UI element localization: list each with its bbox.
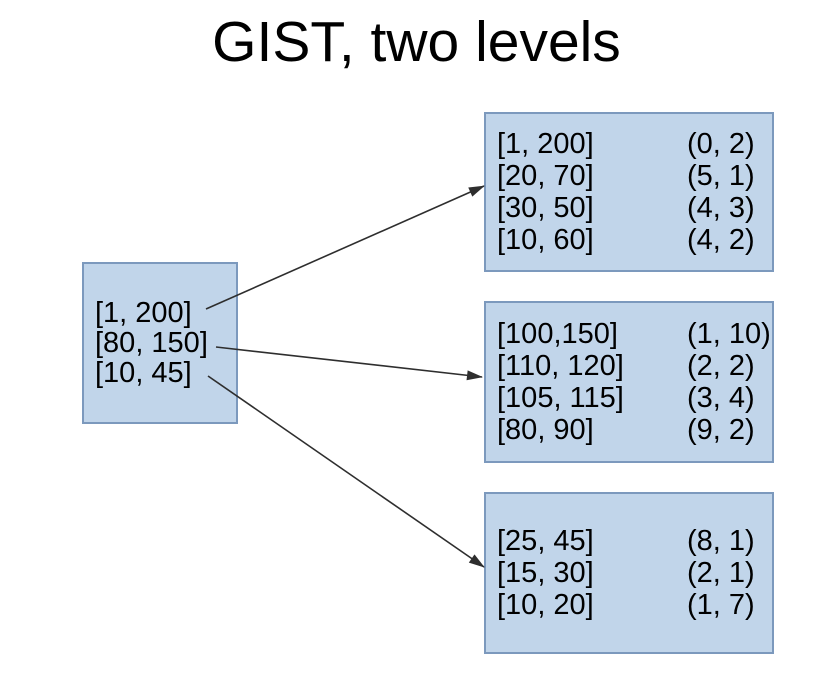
tuple-pointer: (5, 1) <box>687 160 755 192</box>
leaf-row: [15, 30] (2, 1) <box>486 557 772 589</box>
tuple-pointer: (8, 1) <box>687 525 755 557</box>
tuple-pointer: (4, 3) <box>687 192 755 224</box>
tuple-pointer: (4, 2) <box>687 224 755 256</box>
leaf-row: [105, 115] (3, 4) <box>486 382 772 414</box>
diagram-title: GIST, two levels <box>212 10 621 74</box>
interval-key: [1, 200] <box>497 128 594 160</box>
tuple-pointer: (3, 4) <box>687 382 755 414</box>
leaf-row: [1, 200] (0, 2) <box>486 128 772 160</box>
tuple-pointer: (0, 2) <box>687 128 755 160</box>
tuple-pointer: (2, 2) <box>687 350 755 382</box>
interval-key: [80, 90] <box>497 414 594 446</box>
tuple-pointer: (2, 1) <box>687 557 755 589</box>
interval-key: [10, 20] <box>497 589 594 621</box>
root-entry: [10, 45] <box>95 357 192 389</box>
leaf-row: [30, 50] (4, 3) <box>486 192 772 224</box>
interval-key: [10, 60] <box>497 224 594 256</box>
arrow-root-to-leaf-3 <box>207 375 485 568</box>
leaf-row: [25, 45] (8, 1) <box>486 525 772 557</box>
interval-key: [20, 70] <box>497 160 594 192</box>
interval-key: [30, 50] <box>497 192 594 224</box>
leaf-row: [10, 60] (4, 2) <box>486 224 772 256</box>
root-entry: [1, 200] <box>95 297 192 329</box>
arrow-root-to-leaf-2 <box>215 346 483 381</box>
leaf-node-3: [25, 45] (8, 1) [15, 30] (2, 1) [10, 20]… <box>484 492 774 654</box>
leaf-row: [20, 70] (5, 1) <box>486 160 772 192</box>
leaf-row: [10, 20] (1, 7) <box>486 589 772 621</box>
arrow-root-to-leaf-1 <box>205 185 485 310</box>
interval-key: [15, 30] <box>497 557 594 589</box>
interval-key: [25, 45] <box>497 525 594 557</box>
interval-key: [110, 120] <box>497 350 624 382</box>
interval-key: [100,150] <box>497 318 618 350</box>
leaf-node-2: [100,150] (1, 10) [110, 120] (2, 2) [105… <box>484 301 774 463</box>
root-node: [1, 200] [80, 150] [10, 45] <box>82 262 238 424</box>
leaf-node-1: [1, 200] (0, 2) [20, 70] (5, 1) [30, 50]… <box>484 112 774 272</box>
tuple-pointer: (1, 10) <box>687 318 771 350</box>
leaf-row: [110, 120] (2, 2) <box>486 350 772 382</box>
leaf-row: [80, 90] (9, 2) <box>486 414 772 446</box>
interval-key: [105, 115] <box>497 382 624 414</box>
root-entry: [80, 150] <box>95 327 208 359</box>
tuple-pointer: (1, 7) <box>687 589 755 621</box>
leaf-row: [100,150] (1, 10) <box>486 318 772 350</box>
tuple-pointer: (9, 2) <box>687 414 755 446</box>
